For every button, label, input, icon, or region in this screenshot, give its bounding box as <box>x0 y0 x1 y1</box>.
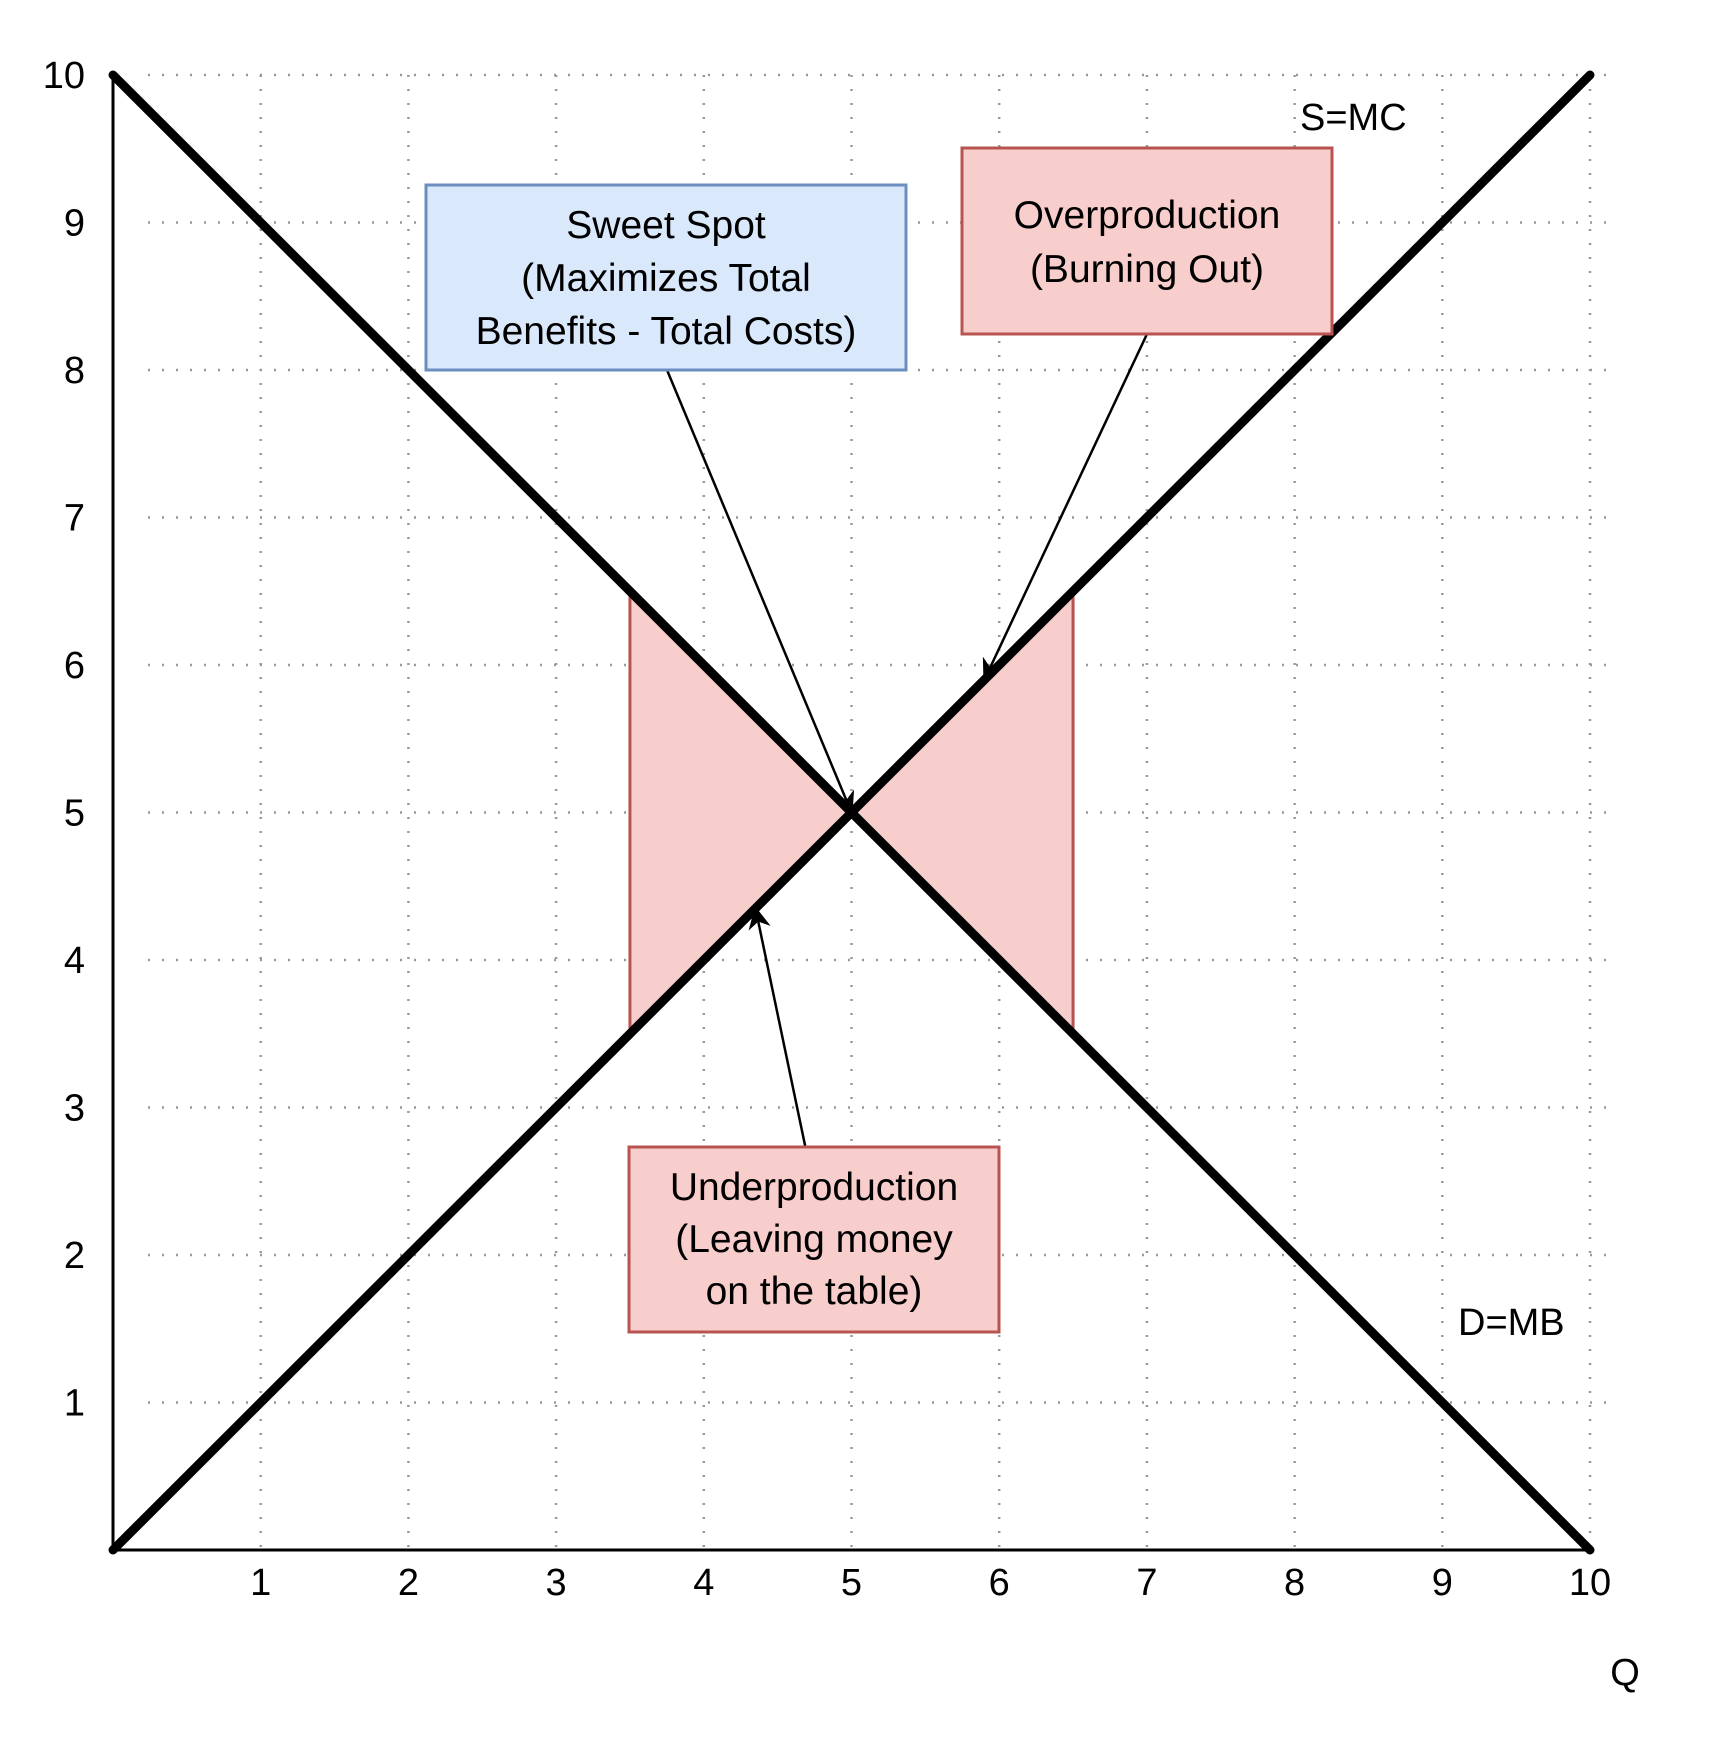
underproduction-line-3: on the table) <box>706 1270 923 1313</box>
sweet-spot-callout: Sweet Spot (Maximizes Total Benefits - T… <box>424 183 908 815</box>
x-tick-label: 8 <box>1284 1562 1305 1604</box>
x-tick-label: 3 <box>546 1562 567 1604</box>
series-label-s-mc: S=MC <box>1300 97 1407 139</box>
shaded-region-1 <box>628 587 854 1038</box>
underproduction-arrow <box>748 906 808 1151</box>
sweet-spot-line-1: Sweet Spot <box>566 204 766 247</box>
x-tick-label: 10 <box>1569 1562 1611 1604</box>
x-tick-label: 4 <box>693 1562 714 1604</box>
overproduction-box <box>960 146 1334 336</box>
annotations: Sweet Spot (Maximizes Total Benefits - T… <box>424 146 1334 1334</box>
y-tick-label: 7 <box>64 498 85 540</box>
underproduction-line-1: Underproduction <box>670 1166 958 1209</box>
overproduction-line-1: Overproduction <box>1014 194 1281 237</box>
underproduction-callout: Underproduction (Leaving money on the ta… <box>627 906 1001 1334</box>
y-tick-label: 10 <box>43 55 85 97</box>
y-tick-label: 5 <box>64 793 85 835</box>
y-tick-label: 6 <box>64 645 85 687</box>
x-tick-label: 6 <box>989 1562 1010 1604</box>
series-label-d-mb: D=MB <box>1458 1302 1565 1344</box>
overproduction-callout: Overproduction (Burning Out) <box>960 146 1334 682</box>
x-tick-label: 5 <box>841 1562 862 1604</box>
x-tick-label: 7 <box>1136 1562 1157 1604</box>
x-tick-label: 2 <box>398 1562 419 1604</box>
sweet-spot-arrow <box>665 369 855 815</box>
y-tick-label: 8 <box>64 350 85 392</box>
y-tick-label: 4 <box>64 940 85 982</box>
shaded-region-2 <box>849 587 1075 1038</box>
axes <box>111 75 1590 1552</box>
x-tick-label: 1 <box>250 1562 271 1604</box>
underproduction-box <box>627 1145 1001 1334</box>
tick-labels: 1 2 3 4 5 6 7 8 9 10 1 2 3 4 5 6 7 8 9 10 <box>43 55 1611 1604</box>
sweet-spot-box <box>424 183 908 372</box>
x-tick-label: 9 <box>1432 1562 1453 1604</box>
underproduction-line-2: (Leaving money <box>675 1218 953 1261</box>
y-tick-label: 1 <box>64 1383 85 1425</box>
x-axis-label: Q <box>1610 1652 1640 1694</box>
overproduction-line-2: (Burning Out) <box>1030 248 1264 291</box>
overproduction-arrow <box>982 333 1149 682</box>
sweet-spot-line-3: Benefits - Total Costs) <box>476 310 857 353</box>
y-tick-label: 9 <box>64 203 85 245</box>
y-tick-label: 2 <box>64 1235 85 1277</box>
sweet-spot-line-2: (Maximizes Total <box>521 257 811 300</box>
y-tick-label: 3 <box>64 1088 85 1130</box>
